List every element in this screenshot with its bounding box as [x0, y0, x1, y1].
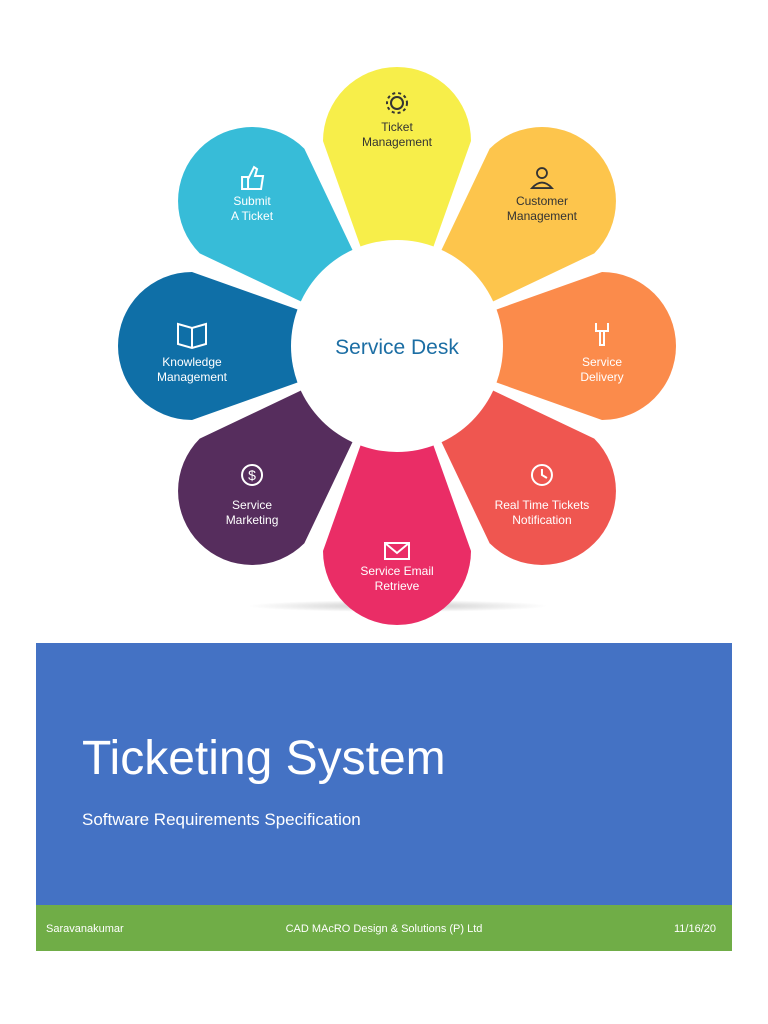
thumbs-up-icon [241, 165, 265, 191]
service-desk-diagram: $ TicketManagementCustomerManagementServ… [118, 67, 676, 625]
cover-band: Ticketing System Software Requirements S… [36, 643, 732, 905]
petal-label: Service [582, 355, 622, 369]
dollar-icon: $ [241, 463, 264, 486]
footer-company: CAD MAcRO Design & Solutions (P) Ltd [285, 923, 483, 935]
petal-shape [178, 377, 366, 565]
petal-6 [178, 377, 366, 565]
petal-3 [467, 272, 676, 420]
petal-label: Knowledge [162, 355, 222, 369]
center-circle [291, 240, 503, 452]
petal-label: Submit [233, 194, 271, 208]
footer-date: 11/16/20 [673, 923, 716, 935]
petal-shape [323, 67, 471, 276]
petal-label: Management [507, 209, 578, 223]
document-subtitle: Software Requirements Specification [82, 810, 361, 829]
petal-label: Delivery [580, 370, 623, 384]
petal-2 [428, 127, 616, 315]
clock-icon [530, 463, 553, 486]
petal-label: Notification [512, 513, 571, 527]
gear-icon [386, 92, 408, 114]
document-title: Ticketing System [82, 732, 446, 785]
petal-shape [428, 377, 616, 565]
center-label: Service Desk [335, 336, 459, 359]
wrench-icon [595, 323, 609, 346]
petal-label: Service Email [360, 564, 433, 578]
user-icon [529, 167, 554, 189]
petal-label: Service [232, 498, 272, 512]
petal-shape [323, 416, 471, 625]
petal-label: Management [362, 135, 433, 149]
svg-text:$: $ [248, 467, 256, 483]
petal-label: A Ticket [231, 209, 274, 223]
footer-band: CAD MAcRO Design & Solutions (P) Ltd Sar… [36, 905, 732, 951]
petal-label: Retrieve [375, 579, 420, 593]
petal-shape [467, 272, 676, 420]
envelope-icon [384, 542, 410, 560]
petal-4 [428, 377, 616, 565]
book-icon [177, 322, 207, 350]
petal-shape [178, 127, 366, 315]
petal-label: Management [157, 370, 228, 384]
petal-shape [118, 272, 327, 420]
footer-author: Saravanakumar [46, 923, 124, 935]
petal-label: Marketing [226, 513, 279, 527]
petal-1 [323, 67, 471, 276]
petal-8 [178, 127, 366, 315]
petal-label: Ticket [381, 120, 413, 134]
petal-shape [428, 127, 616, 315]
petal-7 [118, 272, 327, 420]
petal-label: Real Time Tickets [495, 498, 590, 512]
petal-label: Customer [516, 194, 568, 208]
petal-5 [323, 416, 471, 625]
